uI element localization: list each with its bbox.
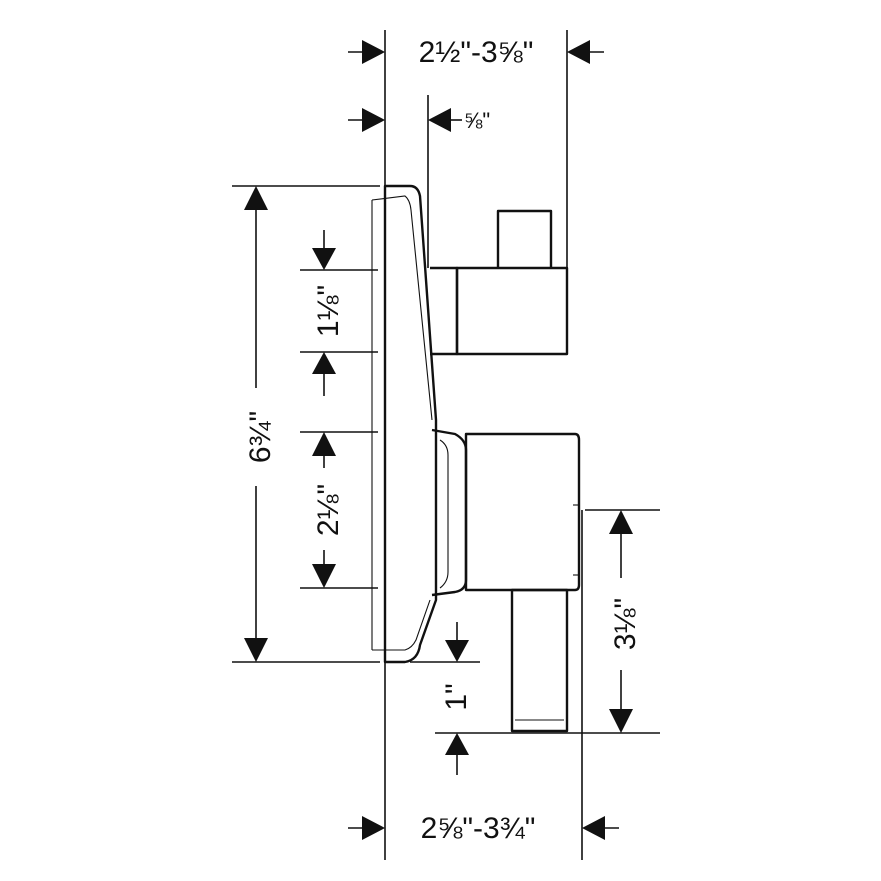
lower-handle [431,428,581,733]
dim-upper-handle: 1⅛" [312,230,345,396]
dim-bottom-offset: 1" [440,622,473,775]
dim-top-overall: 2½"-3⅝" [348,36,604,69]
dim-height-overall: 6¾" [244,186,277,662]
valve-trim-outline [371,184,581,733]
dim-lower-handle: 2⅛" [312,432,345,588]
extension-lines [232,30,660,860]
trim-plate [383,184,438,664]
dim-upper-handle-label: 1⅛" [312,285,345,337]
dim-bottom-offset-label: 1" [440,683,473,710]
dim-lever-length: 3⅛" [609,510,642,733]
dim-lower-handle-label: 2⅛" [312,484,345,536]
trim-plate-edge [371,195,433,421]
dim-top-inner-label: ⅝" [464,108,490,133]
dim-bottom-overall: 2⅝"-3¾" [348,812,619,845]
dim-lever-length-label: 3⅛" [609,598,642,650]
dim-top-inner: ⅝" [348,108,490,133]
lever [510,588,569,733]
dim-height-overall-label: 6¾" [244,411,277,463]
upper-knob [430,209,569,356]
dim-top-overall-label: 2½"-3⅝" [419,36,534,69]
dim-bottom-overall-label: 2⅝"-3¾" [421,812,536,845]
